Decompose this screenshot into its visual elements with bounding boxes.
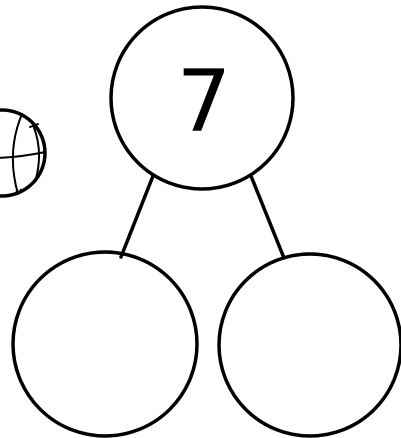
part-node-right bbox=[219, 254, 401, 436]
basketball-icon bbox=[0, 110, 45, 196]
basketball-dot bbox=[16, 190, 19, 193]
whole-node: 7 bbox=[111, 7, 293, 189]
basketball-seam-vertical bbox=[13, 114, 22, 194]
basketball-dot bbox=[20, 189, 23, 192]
left-connector-line bbox=[121, 176, 153, 257]
right-connector-line bbox=[251, 176, 284, 258]
part-node-left bbox=[13, 252, 197, 436]
part-circle-right bbox=[219, 254, 401, 436]
part-circle-left bbox=[13, 252, 197, 436]
whole-value: 7 bbox=[177, 52, 232, 152]
